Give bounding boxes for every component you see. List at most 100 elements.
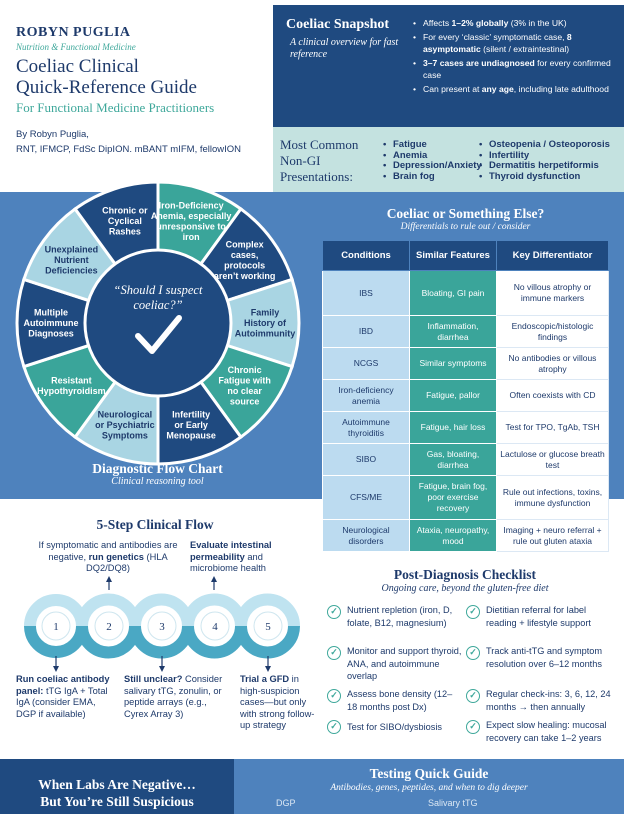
step-5-arc-lower <box>235 625 300 659</box>
labs-negative-title: When Labs Are Negative… But You’re Still… <box>0 776 234 810</box>
post-diagnosis-subtitle: Ongoing care, beyond the gluten-free die… <box>381 583 549 594</box>
testing-guide-subtitle: Antibodies, genes, peptides, and when to… <box>330 783 528 793</box>
table-cell: Inflammation, diarrhea <box>409 315 497 348</box>
snapshot-bullet: For every ‘classic’ symptomatic case, 8 … <box>413 31 618 56</box>
wheel-segment-label: Deficiencies <box>45 266 98 276</box>
wheel-question-line-2: coeliac?” <box>133 298 182 312</box>
table-cell: IBS <box>322 270 410 316</box>
wheel-segment-label: Menopause <box>166 430 216 440</box>
differentials-title: Coeliac or Something Else? <box>386 206 545 221</box>
wheel-segment-label: Iron-Deficiency <box>159 201 224 211</box>
table-cell: Neurological disorders <box>322 519 410 552</box>
column-header: Similar Features <box>409 240 497 271</box>
table-cell: Ataxia, neuropathy, mood <box>409 519 497 552</box>
flow-chart-subtitle: Clinical reasoning tool <box>111 476 204 487</box>
table-cell: Autoimmune thyroiditis <box>322 411 410 444</box>
non-gi-item: Osteopenia / Osteoporosis <box>479 139 610 151</box>
table-cell: Rule out infections, toxins, immune dysf… <box>496 475 609 520</box>
check-circle-icon: ✓ <box>466 720 480 734</box>
wheel-segment-label: Anemia, especially <box>151 211 232 221</box>
labs-negative-line-1: When Labs Are Negative… <box>38 777 196 792</box>
wheel-segment-label: Multiple <box>34 308 68 318</box>
wheel-center <box>83 248 233 398</box>
table-cell: Fatigue, pallor <box>409 379 497 412</box>
table-cell: No villous atrophy or immune markers <box>496 270 609 316</box>
table-cell: Fatigue, brain fog, poor exercise recove… <box>409 475 497 520</box>
author-credit: By Robyn Puglia, RNT, IFMCP, FdSc DipION… <box>16 127 266 157</box>
non-gi-item: Infertility <box>479 150 610 162</box>
step-3-arc-lower <box>129 625 194 659</box>
step-2-number: 2 <box>106 621 112 633</box>
arrow-down-icon <box>159 666 165 672</box>
wheel-segment-label: Symptoms <box>102 430 148 440</box>
step-4-number: 4 <box>212 621 218 633</box>
table-cell: SIBO <box>322 443 410 476</box>
check-circle-icon: ✓ <box>466 689 480 703</box>
wheel-segment-label: Chronic or <box>102 206 148 216</box>
wheel-segment-label: Family <box>251 308 280 318</box>
non-gi-item: Fatigue <box>383 139 482 151</box>
table-cell: Imaging + neuro referral + rule out glut… <box>496 519 609 552</box>
check-circle-icon: ✓ <box>327 689 341 703</box>
table-cell: Test for TPO, TgAb, TSH <box>496 411 609 444</box>
step-1-text: Run coeliac antibody panel: tTG IgA + To… <box>16 674 110 719</box>
step-5-text: Trial a GFD in high-suspicion cases—but … <box>240 674 315 730</box>
table-header-row: Conditions Similar Features Key Differen… <box>322 240 609 271</box>
table-cell: NCGS <box>322 347 410 380</box>
page-subtitle: For Functional Medicine Practitioners <box>16 100 215 115</box>
checkmark-icon <box>135 315 182 354</box>
wheel-segment-label: Complex <box>226 239 264 249</box>
post-diagnosis-title: Post-Diagnosis Checklist <box>393 567 537 582</box>
wheel-segment-label: Fatigue with <box>218 376 271 386</box>
wheel-segment-label: or Psychiatric <box>95 420 155 430</box>
checklist-item: Test for SIBO/dysbiosis <box>347 722 442 732</box>
table-cell: Similar symptoms <box>409 347 497 380</box>
wheel-segment-label: Cyclical <box>108 216 142 226</box>
snapshot-bullet: 3–7 cases are undiagnosed for every conf… <box>413 57 618 82</box>
wheel-segment-label: no clear <box>227 386 262 396</box>
author-credentials: RNT, IFMCP, FdSc DipION. mBANT mIFM, fel… <box>16 144 242 155</box>
step-4-text: Evaluate intestinal permeability and mic… <box>190 540 272 573</box>
step-2-text: If symptomatic and antibodies are negati… <box>38 540 178 573</box>
wheel-segment-label: Autoimmune <box>24 318 79 328</box>
differentials-table: Conditions Similar Features Key Differen… <box>322 240 609 552</box>
wheel-segment-label: Hypothyroidism <box>37 386 106 396</box>
wheel-segment-label: Neurological <box>98 409 153 419</box>
check-circle-icon: ✓ <box>327 646 341 660</box>
testing-column-dgp: DGP <box>276 798 296 808</box>
table-cell: Bloating, GI pain <box>409 270 497 316</box>
non-gi-item: Thyroid dysfunction <box>479 171 610 183</box>
brand-name: ROBYN PUGLIA <box>16 25 131 40</box>
wheel-segment-label: cases, <box>231 250 259 260</box>
wheel-segment-label: Rashes <box>109 227 141 237</box>
title-line-1: Coeliac Clinical <box>16 56 139 77</box>
testing-guide-title: Testing Quick Guide <box>369 766 489 781</box>
wheel-segment-label: or Early <box>174 420 208 430</box>
non-gi-list-left: Fatigue Anemia Depression/Anxiety Brain … <box>383 139 482 182</box>
coeliac-snapshot-panel: Coeliac Snapshot A clinical overview for… <box>273 5 624 127</box>
testing-guide-panel <box>234 759 624 814</box>
step-4-node <box>200 611 230 641</box>
labs-negative-line-2: But You’re Still Suspicious <box>40 794 194 809</box>
non-gi-label-line: Non-GI <box>280 153 321 168</box>
column-header: Conditions <box>322 240 410 271</box>
checklist-item: Expect slow healing: mucosal recovery ca… <box>486 720 607 743</box>
non-gi-label-line: Presentations: <box>280 169 353 184</box>
snapshot-subtitle: A clinical overview for fast reference <box>290 37 399 60</box>
table-cell: Iron-deficiency anemia <box>322 379 410 412</box>
step-1-number: 1 <box>53 621 59 633</box>
table-cell: Gas, bloating, diarrhea <box>409 443 497 476</box>
snapshot-list: Affects 1–2% globally (3% in the UK) For… <box>413 17 618 96</box>
wheel-segment-label: Diagnoses <box>28 329 74 339</box>
differentials-subtitle: Differentials to rule out / consider <box>400 222 531 232</box>
non-gi-list-right: Osteopenia / Osteoporosis Infertility De… <box>479 139 610 183</box>
step-3-node <box>147 611 177 641</box>
check-circle-icon: ✓ <box>466 646 480 660</box>
arrow-down-icon <box>53 666 59 672</box>
checklist-item: Assess bone density (12–18 months post D… <box>347 689 453 712</box>
